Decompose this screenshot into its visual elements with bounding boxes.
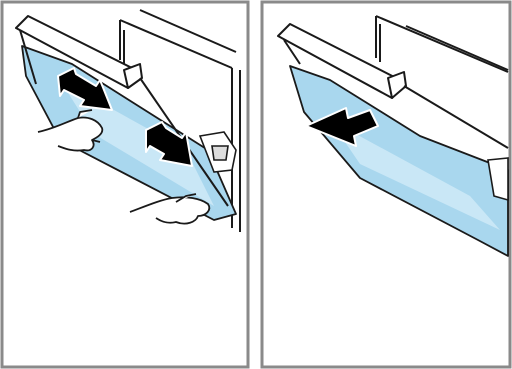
- panel-left: [2, 2, 248, 367]
- panel-right: [262, 2, 510, 367]
